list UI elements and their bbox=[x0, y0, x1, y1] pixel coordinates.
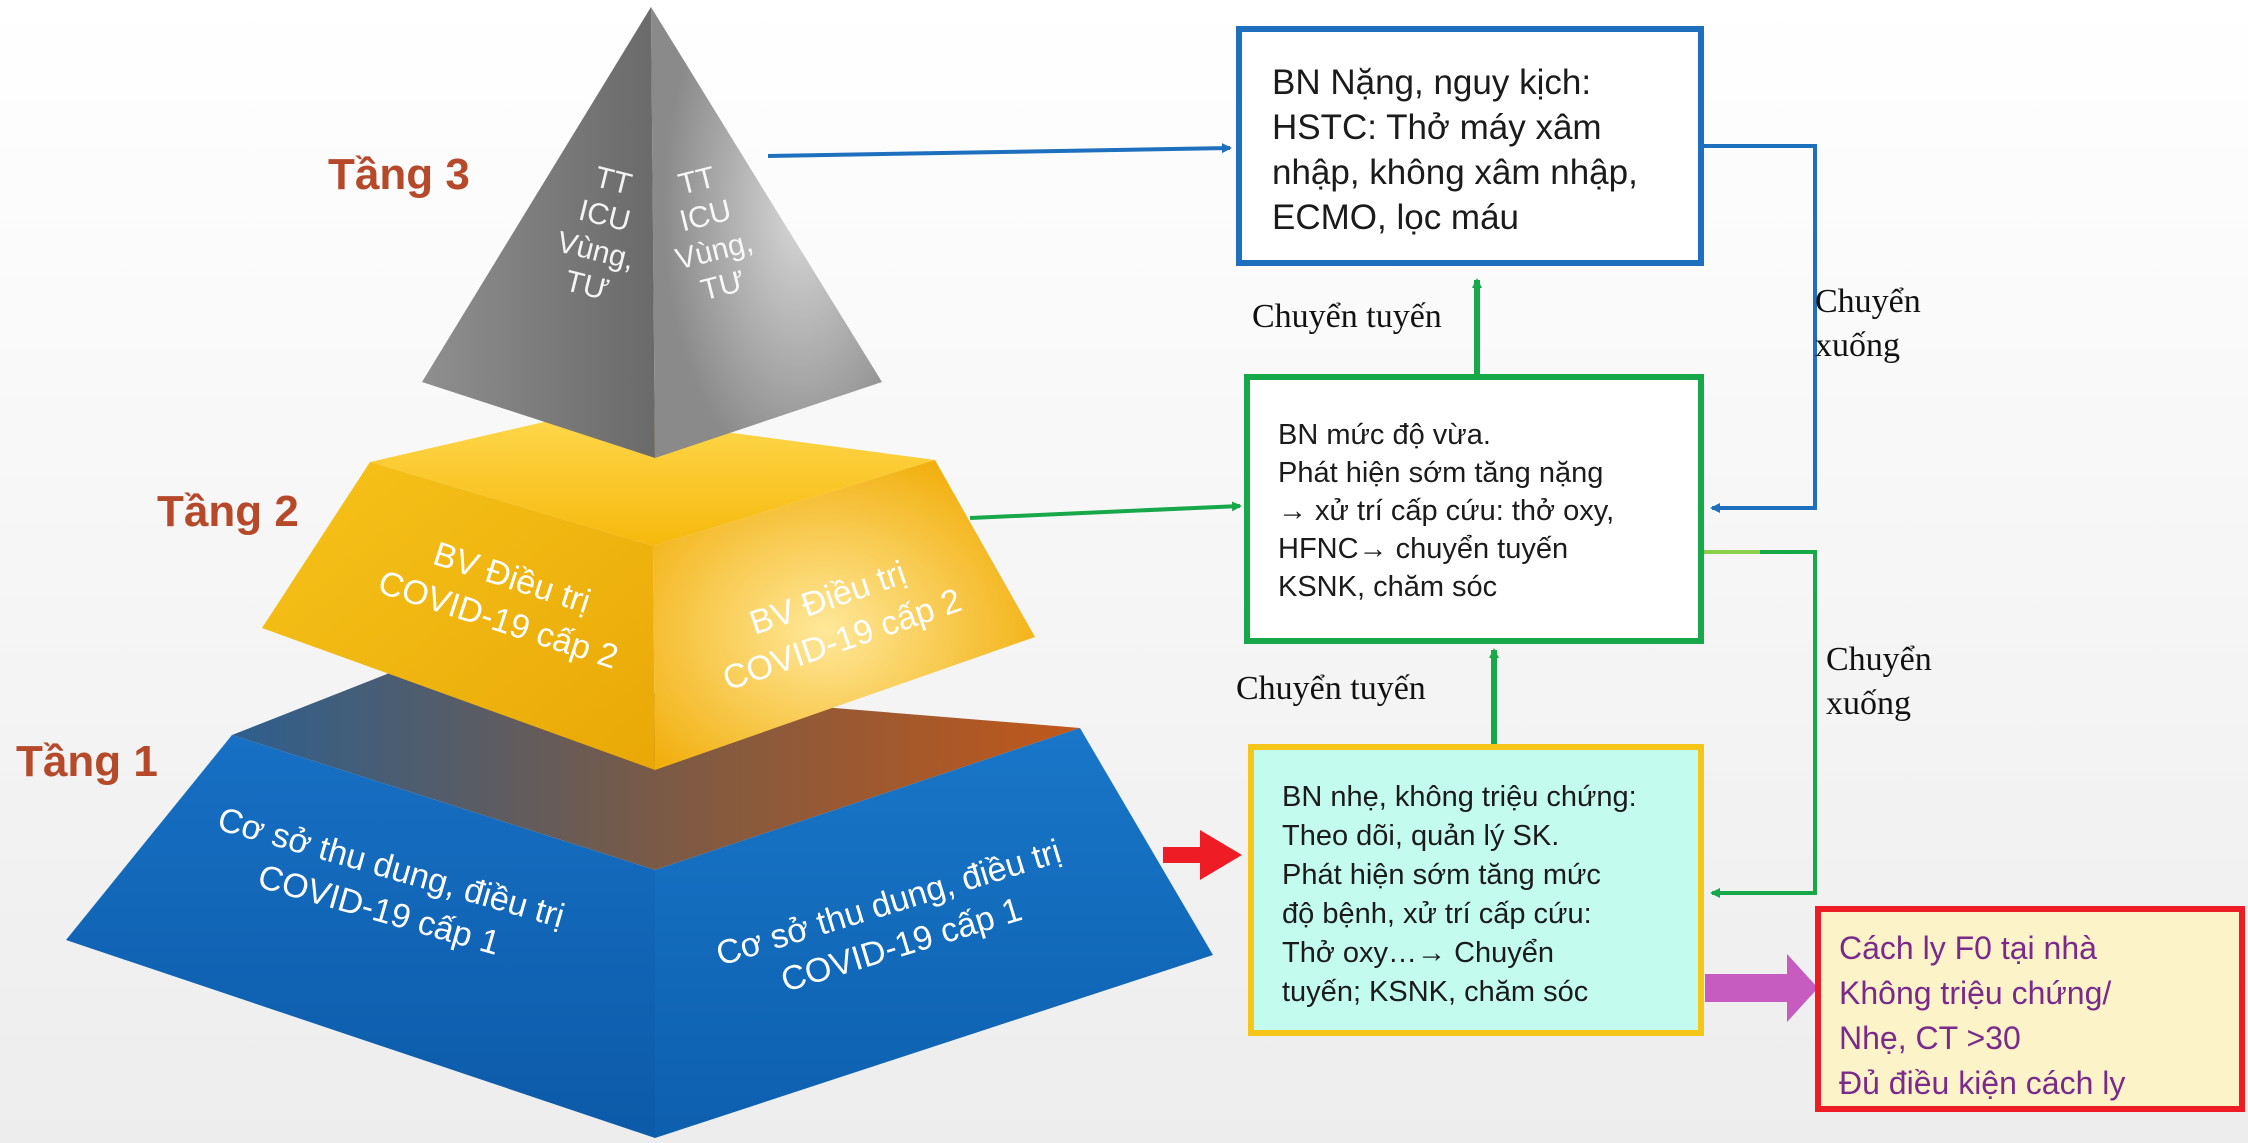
mild-line: tuyến; KSNK, chăm sóc bbox=[1282, 976, 1589, 1008]
arrow-mild-to-home bbox=[1705, 954, 1818, 1022]
mild-line: Phát hiện sớm tăng mức bbox=[1282, 859, 1601, 891]
moderate-line: → xử trí cấp cứu: thở oxy, bbox=[1278, 495, 1615, 527]
transfer-down-label: Chuyển xuống bbox=[1815, 280, 1921, 368]
transfer-down-line: xuống bbox=[1815, 327, 1900, 364]
tier-2-left-face bbox=[262, 462, 655, 770]
tier-1-label: Tầng 1 bbox=[16, 737, 158, 786]
tier-3-left-face bbox=[422, 7, 655, 458]
home-line: Nhẹ, CT >30 bbox=[1839, 1020, 2021, 1056]
tier-3-right-face bbox=[651, 7, 882, 458]
arrow-severe-down-to-moderate bbox=[1703, 144, 1817, 513]
home-line: Không triệu chứng/ bbox=[1839, 975, 2112, 1011]
home-line: Đủ điều kiện cách ly bbox=[1839, 1065, 2126, 1101]
transfer-down-line: Chuyển bbox=[1815, 283, 1921, 320]
transfer-down-label: Chuyển xuống bbox=[1826, 638, 1932, 726]
mild-patient-box: BN nhẹ, không triệu chứng: Theo dõi, quả… bbox=[1248, 744, 1704, 1036]
transfer-down-line: xuống bbox=[1826, 685, 1911, 722]
transfer-down-line: Chuyển bbox=[1826, 641, 1932, 678]
arrow-tier2-to-moderate bbox=[969, 501, 1242, 520]
mild-line: độ bệnh, xử trí cấp cứu: bbox=[1282, 898, 1592, 930]
home-isolation-box: Cách ly F0 tại nhà Không triệu chứng/ Nh… bbox=[1815, 906, 2245, 1112]
pyramid-tier-1 bbox=[66, 672, 1213, 1138]
severe-line: nhập, không xâm nhập, bbox=[1272, 153, 1638, 192]
transfer-up-label: Chuyển tuyến bbox=[1236, 670, 1426, 707]
severe-line: ECMO, lọc máu bbox=[1272, 198, 1519, 237]
pyramid-tier-3 bbox=[422, 7, 882, 458]
mild-line: BN nhẹ, không triệu chứng: bbox=[1282, 781, 1637, 813]
tier-1-left-face bbox=[66, 735, 655, 1138]
home-line: Cách ly F0 tại nhà bbox=[1839, 930, 2097, 966]
severe-patient-box: BN Nặng, nguy kịch: HSTC: Thở máy xâm nh… bbox=[1236, 26, 1704, 266]
pyramid-tier-2 bbox=[262, 413, 1035, 770]
moderate-line: BN mức độ vừa. bbox=[1278, 419, 1491, 451]
moderate-line: HFNC→ chuyển tuyến bbox=[1278, 533, 1569, 565]
mild-line: Thở oxy…→ Chuyển bbox=[1282, 937, 1555, 969]
moderate-line: Phát hiện sớm tăng nặng bbox=[1278, 457, 1604, 489]
tier-1-right-face bbox=[655, 728, 1213, 1138]
moderate-patient-box: BN mức độ vừa. Phát hiện sớm tăng nặng →… bbox=[1244, 374, 1704, 644]
tier-3-label: Tầng 3 bbox=[328, 150, 470, 199]
mild-line: Theo dõi, quản lý SK. bbox=[1282, 820, 1560, 852]
arrow-moderate-down-to-mild bbox=[1703, 550, 1817, 898]
severe-line: BN Nặng, nguy kịch: bbox=[1272, 63, 1592, 102]
severe-line: HSTC: Thở máy xâm bbox=[1272, 108, 1602, 147]
moderate-line: KSNK, chăm sóc bbox=[1278, 571, 1498, 603]
tier-2-top-face bbox=[370, 413, 935, 546]
tier-1-top-face bbox=[232, 672, 1080, 870]
tier-2-right-face bbox=[653, 460, 1035, 770]
tier-2-label: Tầng 2 bbox=[157, 487, 299, 536]
arrow-tier1-to-mild bbox=[1163, 830, 1242, 880]
transfer-up-label: Chuyển tuyến bbox=[1252, 298, 1442, 335]
arrow-tier3-to-severe bbox=[767, 143, 1232, 158]
